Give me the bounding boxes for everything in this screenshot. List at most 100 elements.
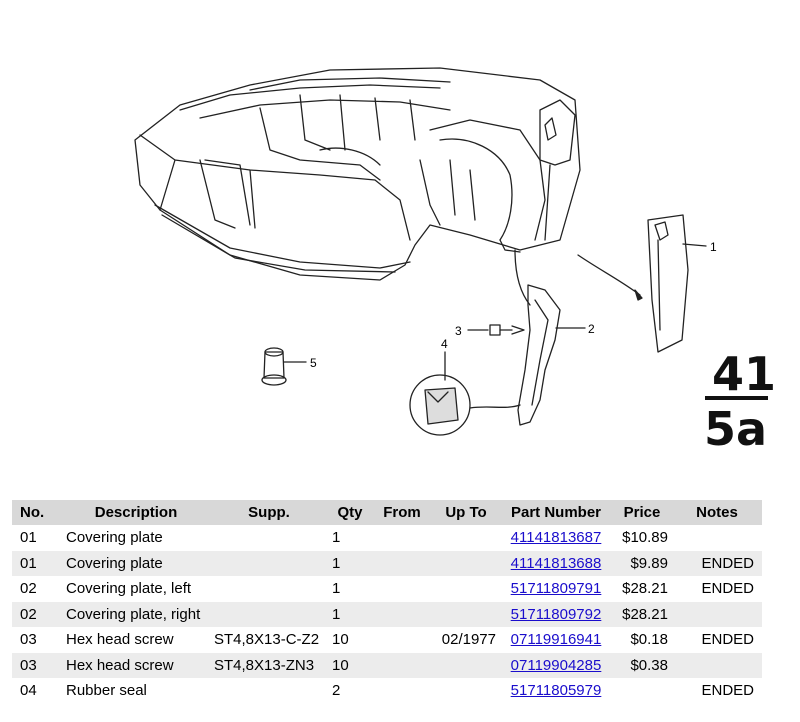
row-notes: ENDED [701, 631, 754, 649]
row-number: 02 [20, 580, 37, 598]
grommet-part-5 [261, 347, 307, 386]
parts-diagram: 1 2 3 4 5 41 5a [134, 67, 776, 456]
callout-1: 1 [710, 240, 717, 254]
table-row: 02 Covering plate, left 1 51711809791 $28.21… [12, 576, 762, 602]
row-notes: ENDED [701, 554, 754, 572]
row-from-date [372, 551, 432, 577]
row-part-number: 07119904285 [500, 653, 612, 679]
part-number-link[interactable]: 41141813688 [510, 554, 602, 572]
row-up-to-date [432, 525, 500, 551]
row-part-number: 51711809792 [500, 602, 612, 628]
row-supplement [210, 551, 328, 577]
row-supplement [210, 602, 328, 628]
row-notes [672, 602, 762, 628]
row-price: $0.38 [630, 656, 668, 674]
diagram-sub-number: 5a [704, 402, 767, 456]
callout-4: 4 [441, 337, 448, 351]
row-number: 02 [20, 605, 37, 623]
row-price [612, 678, 672, 704]
part-number-link[interactable]: 51711805979 [510, 682, 602, 700]
covering-plate-part-2 [514, 249, 586, 426]
row-supplement [210, 525, 328, 551]
part-number-link[interactable]: 51711809791 [510, 580, 602, 598]
row-up-to-date: 02/1977 [441, 631, 496, 649]
table-row: 02 Covering plate, right 1 51711809792 $28.2… [12, 601, 762, 628]
row-price: $9.89 [630, 554, 668, 572]
row-quantity: 1 [332, 580, 341, 598]
table-row: 01 Covering plate 1 41141813687 $10.89 [12, 525, 762, 551]
table-header-row: No. Description Supp. Qty From Up To Par… [12, 500, 762, 525]
row-quantity: 10 [332, 656, 349, 674]
row-up-to-date [432, 551, 500, 577]
row-number: 01 [20, 554, 37, 572]
row-notes: ENDED [701, 682, 754, 700]
row-price: $28.21 [622, 580, 668, 598]
row-price: $10.89 [622, 529, 668, 547]
row-description: Hex head screw [66, 656, 174, 674]
row-price: $0.18 [630, 631, 668, 649]
row-quantity: 2 [332, 682, 341, 700]
row-description: Covering plate, left [66, 580, 192, 598]
row-from-date [372, 525, 432, 551]
row-part-number: 51711809791 [500, 576, 612, 602]
row-quantity: 10 [332, 631, 349, 649]
header-part-number: Part Number [510, 504, 602, 521]
header-from: From [383, 504, 421, 521]
row-number: 01 [20, 529, 37, 547]
row-part-number: 51711805979 [500, 678, 612, 704]
table-row: 04 Rubber seal 2 51711805979 ENDED [12, 678, 762, 704]
covering-plate-part-1 [577, 214, 707, 353]
table-row: 03 Hex head screw ST4,8X13-C-Z2 10 02/1977 07… [12, 627, 762, 653]
callout-2: 2 [588, 322, 595, 336]
row-description: Rubber seal [66, 682, 147, 700]
row-up-to-date [432, 678, 500, 704]
hex-screw-part-3 [467, 324, 525, 336]
diagram-group-number: 41 [712, 347, 776, 401]
rubber-seal-part-4 [409, 351, 521, 436]
row-supplement: ST4,8X13-C-Z2 [214, 631, 320, 649]
row-part-number: 41141813688 [500, 551, 612, 577]
row-notes: ENDED [701, 580, 754, 598]
row-number: 04 [20, 682, 37, 700]
row-from-date [372, 678, 432, 704]
part-number-link[interactable]: 41141813687 [510, 529, 602, 547]
row-up-to-date [432, 602, 500, 628]
part-number-link[interactable]: 51711809792 [510, 605, 602, 623]
row-quantity: 1 [332, 605, 341, 623]
row-price: $28.21 [622, 605, 668, 623]
header-up-to: Up To [445, 504, 487, 521]
row-notes [672, 525, 762, 551]
row-description: Covering plate [66, 554, 163, 572]
row-from-date [372, 653, 432, 679]
row-notes [672, 653, 762, 679]
header-price: Price [623, 504, 661, 521]
row-up-to-date [432, 576, 500, 602]
header-supp: Supp. [248, 504, 290, 521]
row-supplement: ST4,8X13-ZN3 [214, 656, 315, 674]
row-from-date [372, 627, 432, 653]
header-notes: Notes [696, 504, 738, 521]
header-no: No. [20, 504, 45, 521]
table-row: 01 Covering plate 1 41141813688 $9.89 ENDED [12, 550, 762, 577]
row-description: Covering plate, right [66, 605, 201, 623]
row-quantity: 1 [332, 529, 341, 547]
row-quantity: 1 [332, 554, 341, 572]
row-number: 03 [20, 631, 37, 649]
part-number-link[interactable]: 07119916941 [510, 631, 602, 649]
row-from-date [372, 602, 432, 628]
row-supplement [210, 576, 328, 602]
callout-3: 3 [455, 324, 462, 338]
header-qty: Qty [337, 504, 363, 521]
part-number-link[interactable]: 07119904285 [510, 656, 602, 674]
row-from-date [372, 576, 432, 602]
row-part-number: 41141813687 [500, 525, 612, 551]
row-description: Hex head screw [66, 631, 174, 649]
row-supplement [210, 678, 328, 704]
parts-table: No. Description Supp. Qty From Up To Par… [12, 500, 762, 704]
callout-5: 5 [310, 356, 317, 370]
header-description: Description [94, 504, 178, 521]
car-body-illustration [134, 67, 581, 281]
row-description: Covering plate [66, 529, 163, 547]
row-up-to-date [432, 653, 500, 679]
